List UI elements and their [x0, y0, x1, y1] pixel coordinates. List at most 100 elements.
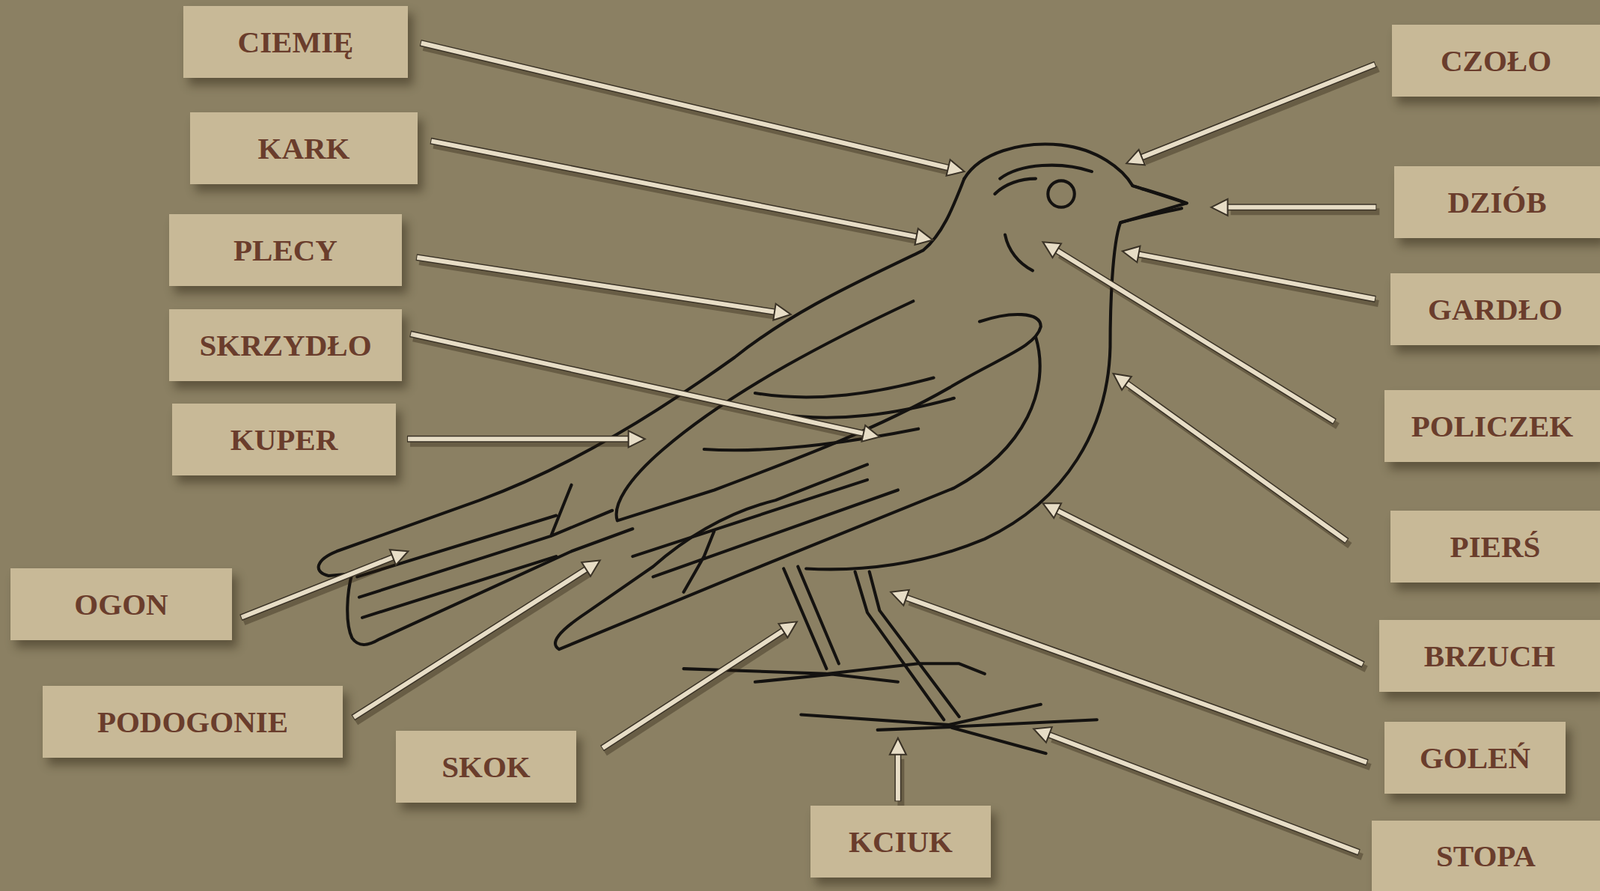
part-name: CZOŁO [1440, 45, 1552, 77]
arrow-shadow [243, 561, 396, 622]
arrow-outline [601, 630, 783, 748]
part-name: KUPER [230, 424, 339, 456]
bird-drawing [318, 144, 1187, 754]
arrow-shadow [419, 261, 778, 317]
arrow-outline [1049, 734, 1360, 852]
leader-arrow [1210, 199, 1380, 216]
leader-arrow [889, 737, 907, 806]
arrow-shaft [1141, 64, 1375, 158]
part-name: DZIÓB [1447, 187, 1547, 218]
part-name: KCIUK [848, 826, 953, 857]
arrow-head [890, 589, 909, 606]
leader-arrow [1122, 246, 1379, 304]
arrow-outline [1057, 510, 1363, 665]
arrow-head [1126, 149, 1145, 165]
part-name: POLICZEK [1411, 410, 1574, 442]
arrow-shadow [433, 145, 919, 241]
arrow-outline [410, 333, 864, 434]
arrow-outline [430, 140, 916, 237]
part-name: SKOK [441, 751, 530, 783]
part-name: BRZUCH [1424, 640, 1556, 672]
label-box: PODOGONIE [42, 685, 343, 758]
leader-arrow [1126, 64, 1379, 165]
part-name: GARDŁO [1427, 294, 1563, 325]
bird-beak [1120, 185, 1187, 223]
arrow-head [389, 549, 409, 565]
arrow-head [581, 560, 600, 577]
bird-feet [684, 663, 1098, 753]
arrow-shaft [1048, 734, 1359, 852]
arrow-shaft [1126, 382, 1347, 541]
arrow-outline [1126, 383, 1347, 542]
arrow-shadow [356, 573, 589, 722]
bird-wing-top [616, 300, 1041, 521]
label-box: OGON [10, 568, 232, 640]
arrow-outline [416, 257, 775, 313]
arrow-outline [240, 556, 393, 618]
arrow-shaft [1137, 253, 1375, 299]
part-name: CIEMIĘ [237, 26, 354, 58]
label-box: SKOK [395, 730, 577, 803]
part-name: GOLEŃ [1419, 742, 1531, 774]
part-name: PIERŚ [1450, 531, 1541, 563]
arrow-shadow [1144, 68, 1379, 162]
label-box: GOLEŃ [1384, 721, 1566, 794]
arrow-outline [353, 568, 586, 717]
arrow-outline [1056, 250, 1335, 422]
bird-tail-feathers [356, 484, 613, 618]
label-box: KUPER [172, 403, 396, 476]
leader-arrow [1042, 241, 1338, 426]
label-box: KARK [190, 112, 418, 185]
leader-arrow [407, 430, 646, 447]
part-name: KARK [258, 133, 351, 164]
part-name: PODOGONIE [97, 706, 289, 738]
leader-arrow [1042, 502, 1366, 669]
leader-arrow [1033, 726, 1363, 857]
arrow-outline [1138, 254, 1376, 300]
leader-arrow [240, 549, 409, 622]
arrow-shadow [1141, 258, 1379, 304]
label-box: GARDŁO [1390, 273, 1600, 345]
arrow-shaft [1226, 205, 1376, 210]
leader-arrow [1113, 373, 1351, 546]
bird-eye [1047, 180, 1074, 207]
bird-wing-feathers [632, 377, 955, 592]
label-box: DZIÓB [1394, 166, 1600, 238]
leader-arrow [416, 257, 791, 321]
arrow-head [1210, 199, 1228, 216]
arrow-shaft [905, 597, 1367, 762]
label-box: PLECY [169, 214, 402, 286]
bird-body-outline [805, 144, 1187, 570]
leader-arrow [353, 560, 601, 723]
arrow-shaft [431, 140, 917, 237]
arrow-head [628, 430, 646, 447]
arrow-outline [407, 435, 629, 443]
arrow-shaft [410, 333, 865, 434]
leader-arrow [890, 589, 1371, 768]
leader-arrow [601, 621, 797, 753]
label-box: POLICZEK [1384, 389, 1600, 462]
part-name: STOPA [1436, 840, 1536, 872]
label-box: BRZUCH [1379, 619, 1600, 692]
part-name: SKRZYDŁO [199, 330, 372, 361]
label-box: KCIUK [810, 805, 991, 878]
arrow-outline [894, 754, 902, 802]
bird-legs [783, 566, 960, 720]
arrow-shaft [1055, 249, 1334, 421]
label-box: CIEMIĘ [183, 5, 408, 78]
arrow-head [1042, 502, 1062, 518]
arrow-shaft [1056, 510, 1363, 665]
arrow-head [861, 425, 880, 441]
label-box: CZOŁO [1391, 24, 1600, 97]
arrow-head [915, 228, 934, 245]
arrow-head [1122, 246, 1141, 263]
arrow-head [889, 737, 907, 755]
arrow-shaft [241, 556, 394, 618]
arrow-shaft [895, 753, 901, 801]
arrow-shadow [604, 634, 786, 753]
arrow-head [778, 621, 797, 637]
leader-arrow [410, 333, 880, 442]
arrow-shaft [416, 257, 776, 313]
bird-head-lines [994, 165, 1092, 271]
